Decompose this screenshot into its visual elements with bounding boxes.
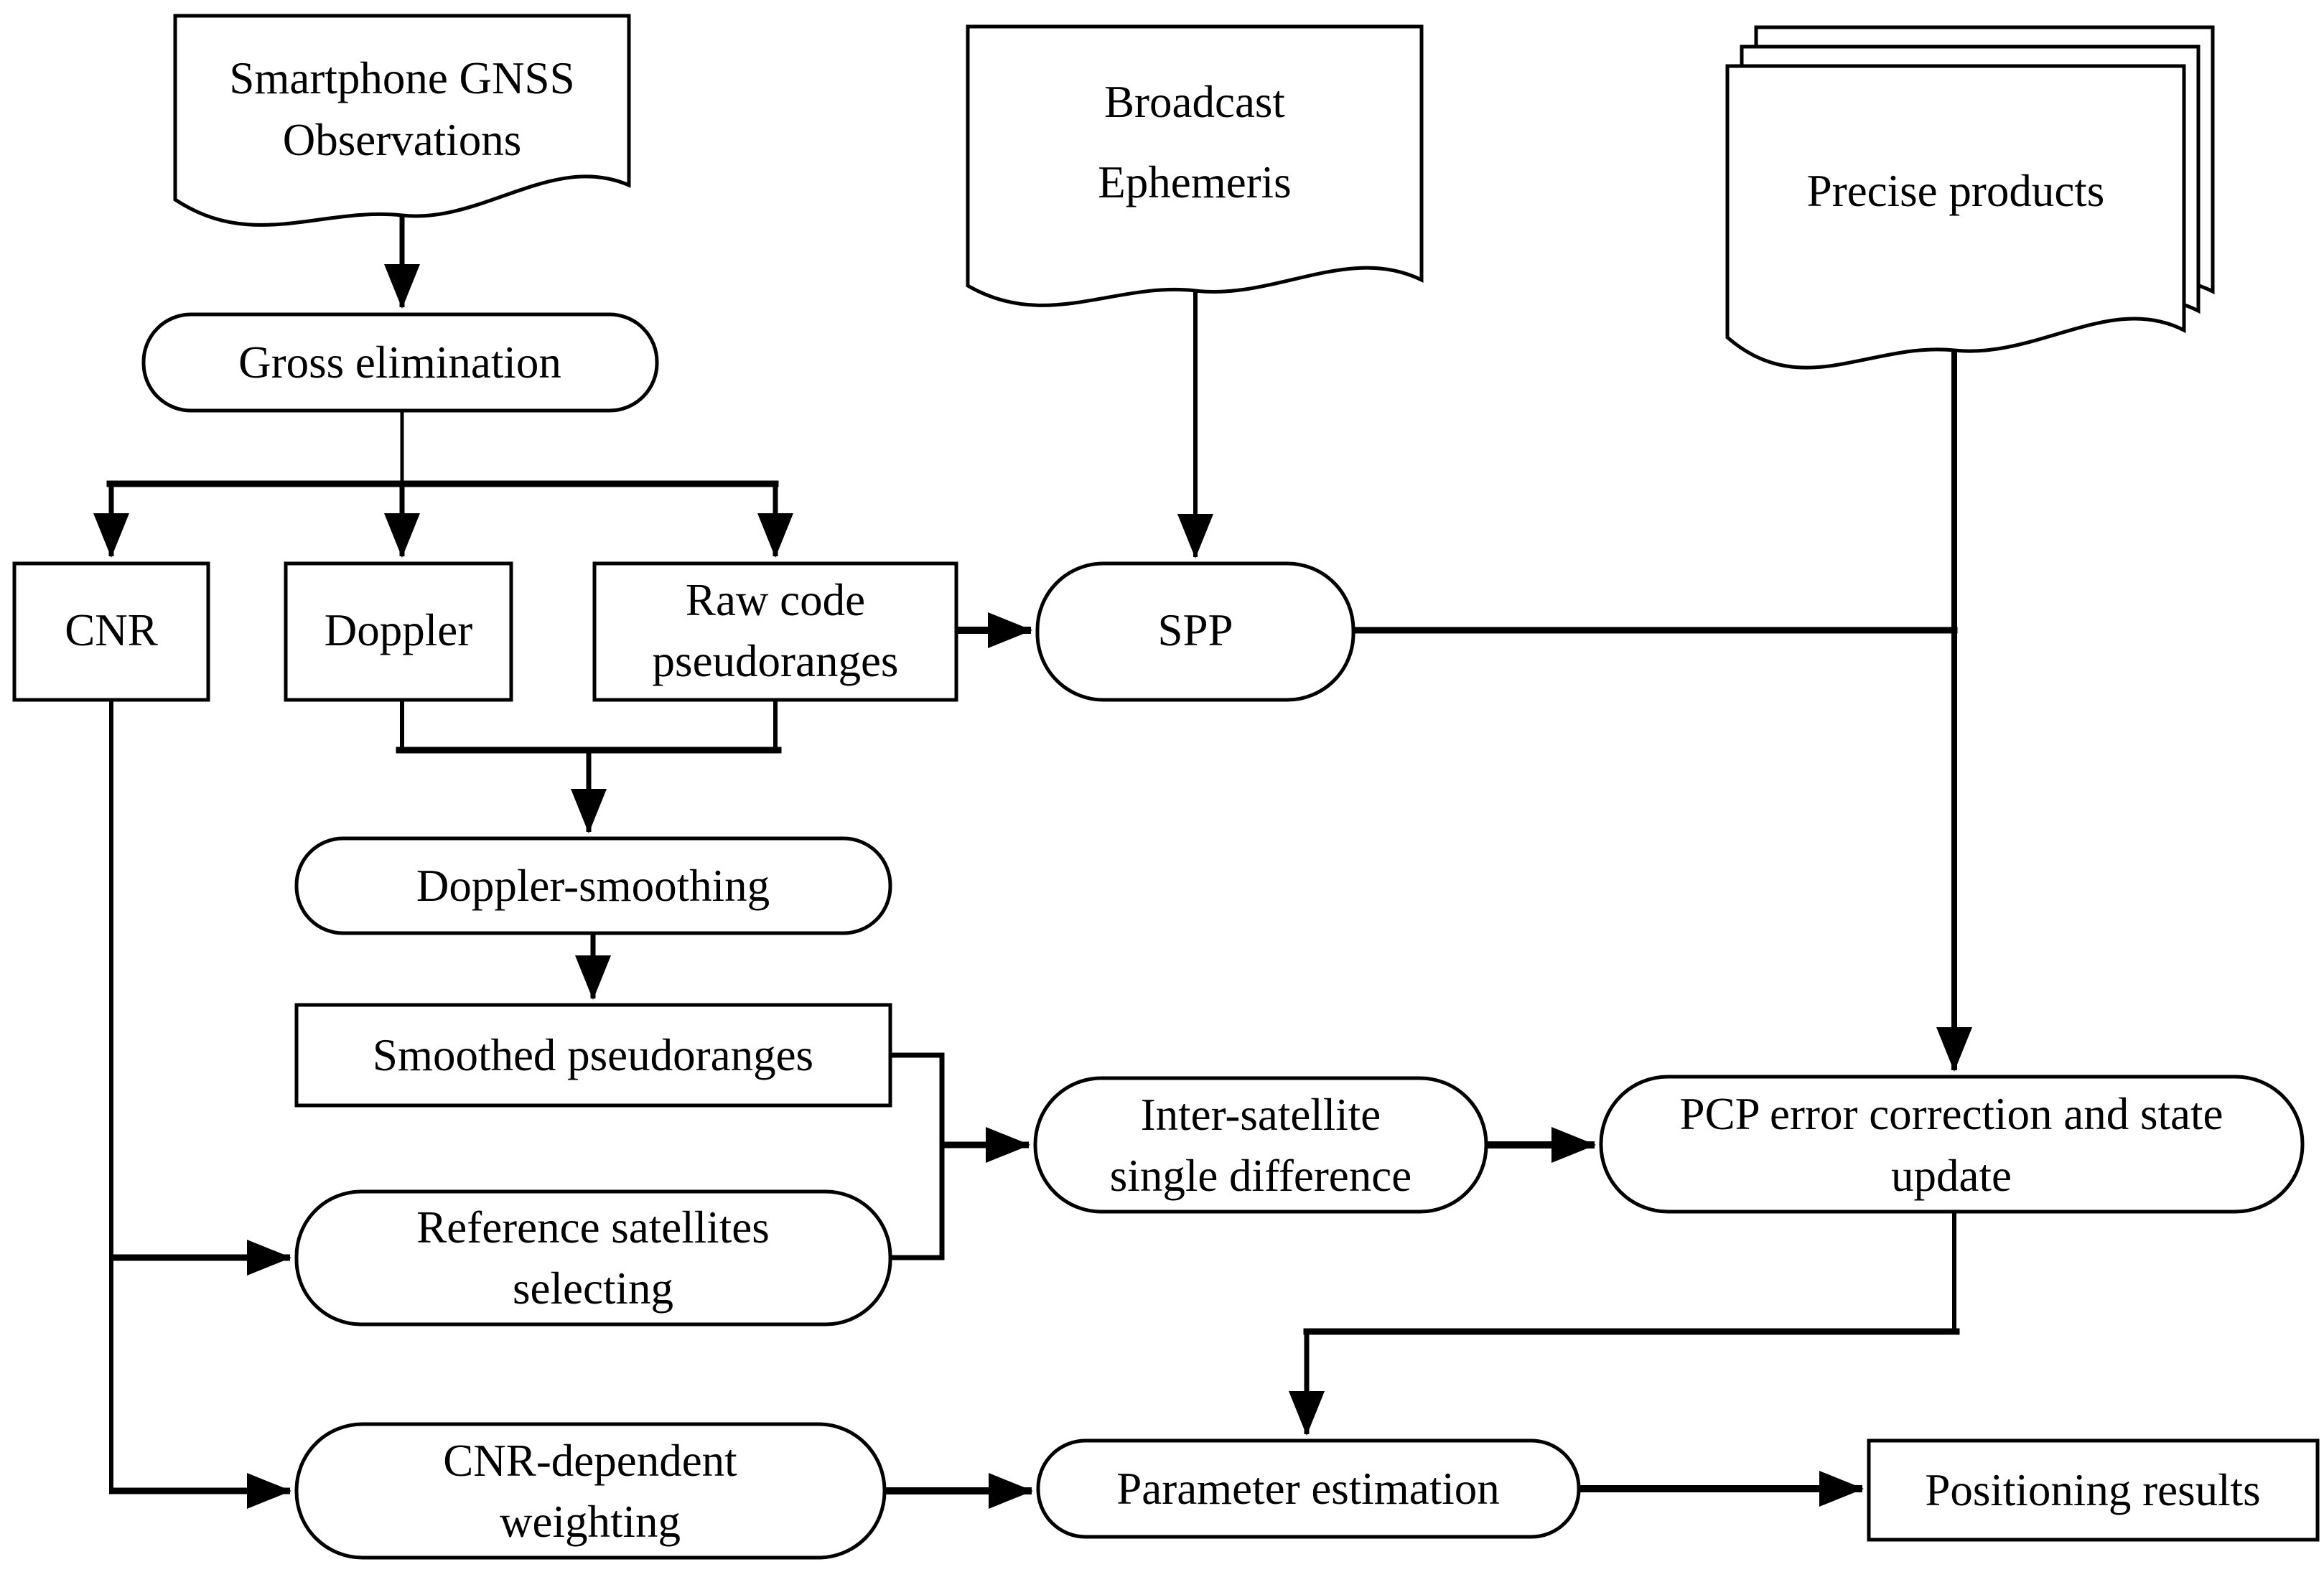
node-smoothed-pseudoranges-label: Smoothed pseudoranges: [373, 1030, 813, 1080]
process-pill-shape: [1033, 1076, 1488, 1214]
data-rect-shape: [592, 561, 958, 702]
document-page-front-icon: [1725, 64, 2186, 370]
node-pcp-label-line1: PCP error correction and state: [1680, 1089, 2223, 1139]
data-rect-shape: [294, 1003, 892, 1108]
node-spp-label: SPP: [1157, 605, 1233, 655]
node-refsat-label-line2: selecting: [513, 1263, 673, 1314]
process-pill-shape: [1035, 561, 1355, 702]
data-rect-shape: [12, 561, 210, 702]
node-gross-elimination-label: Gross elimination: [238, 337, 561, 388]
node-precise-products-label: Precise products: [1807, 166, 2105, 216]
node-pcp-label-line2: update: [1891, 1151, 2012, 1201]
node-spp: SPP: [1035, 561, 1355, 702]
process-pill-shape: [294, 1422, 887, 1560]
node-cnr-dependent-weighting: CNR-dependent weighting: [294, 1422, 887, 1560]
node-smartphone-gnss-label-line1: Smartphone GNSS: [229, 53, 574, 103]
node-smoothed-pseudoranges: Smoothed pseudoranges: [294, 1003, 892, 1108]
document-shape-icon: [966, 24, 1424, 307]
node-reference-satellites-selecting: Reference satellites selecting: [294, 1189, 892, 1327]
node-raw-code-pseudoranges: Raw code pseudoranges: [592, 561, 958, 702]
node-broadcast-ephemeris-label-line1: Broadcast: [1104, 77, 1285, 127]
node-positioning-results: Positioning results: [1867, 1438, 2320, 1542]
node-cnr-label: CNR: [65, 605, 158, 655]
process-pill-shape: [1036, 1438, 1581, 1539]
node-doppler-smoothing-label: Doppler-smoothing: [416, 861, 770, 911]
node-doppler-label: Doppler: [325, 605, 472, 655]
node-inter-satellite-label-line2: single difference: [1110, 1151, 1411, 1201]
node-cnrw-label-line1: CNR-dependent: [443, 1436, 737, 1486]
node-smartphone-gnss-label-line2: Observations: [283, 115, 521, 165]
connectors: [93, 215, 1972, 1509]
data-rect-shape: [284, 561, 513, 702]
node-refsat-label-line1: Reference satellites: [416, 1202, 769, 1253]
node-parameter-estimation-label: Parameter estimation: [1116, 1464, 1500, 1514]
node-cnrw-label-line2: weighting: [500, 1497, 681, 1547]
node-doppler: Doppler: [284, 561, 513, 702]
node-raw-code-label-line1: Raw code: [686, 575, 865, 625]
node-broadcast-ephemeris-label-line2: Ephemeris: [1098, 157, 1291, 207]
node-raw-code-label-line2: pseudoranges: [653, 636, 899, 686]
node-doppler-smoothing: Doppler-smoothing: [294, 836, 892, 935]
process-pill-shape: [294, 1189, 892, 1327]
node-pcp-error-correction: PCP error correction and state update: [1599, 1075, 2305, 1214]
document-shape-icon: [173, 14, 631, 227]
node-parameter-estimation: Parameter estimation: [1036, 1438, 1581, 1539]
process-pill-shape: [294, 836, 892, 935]
node-inter-satellite-label-line1: Inter-satellite: [1141, 1090, 1381, 1140]
data-rect-shape: [1867, 1438, 2320, 1542]
node-broadcast-ephemeris: Broadcast Ephemeris: [966, 24, 1424, 307]
node-precise-products: Precise products: [1725, 25, 2215, 370]
node-cnr: CNR: [12, 561, 210, 702]
node-smartphone-gnss: Smartphone GNSS Observations: [173, 14, 631, 227]
process-pill-shape: [1599, 1075, 2305, 1214]
connector-right-bracket: [887, 1052, 945, 1260]
node-gross-elimination: Gross elimination: [141, 312, 659, 413]
node-inter-satellite-single-difference: Inter-satellite single difference: [1033, 1076, 1488, 1214]
process-pill-shape: [141, 312, 659, 413]
node-positioning-results-label: Positioning results: [1925, 1465, 2260, 1515]
